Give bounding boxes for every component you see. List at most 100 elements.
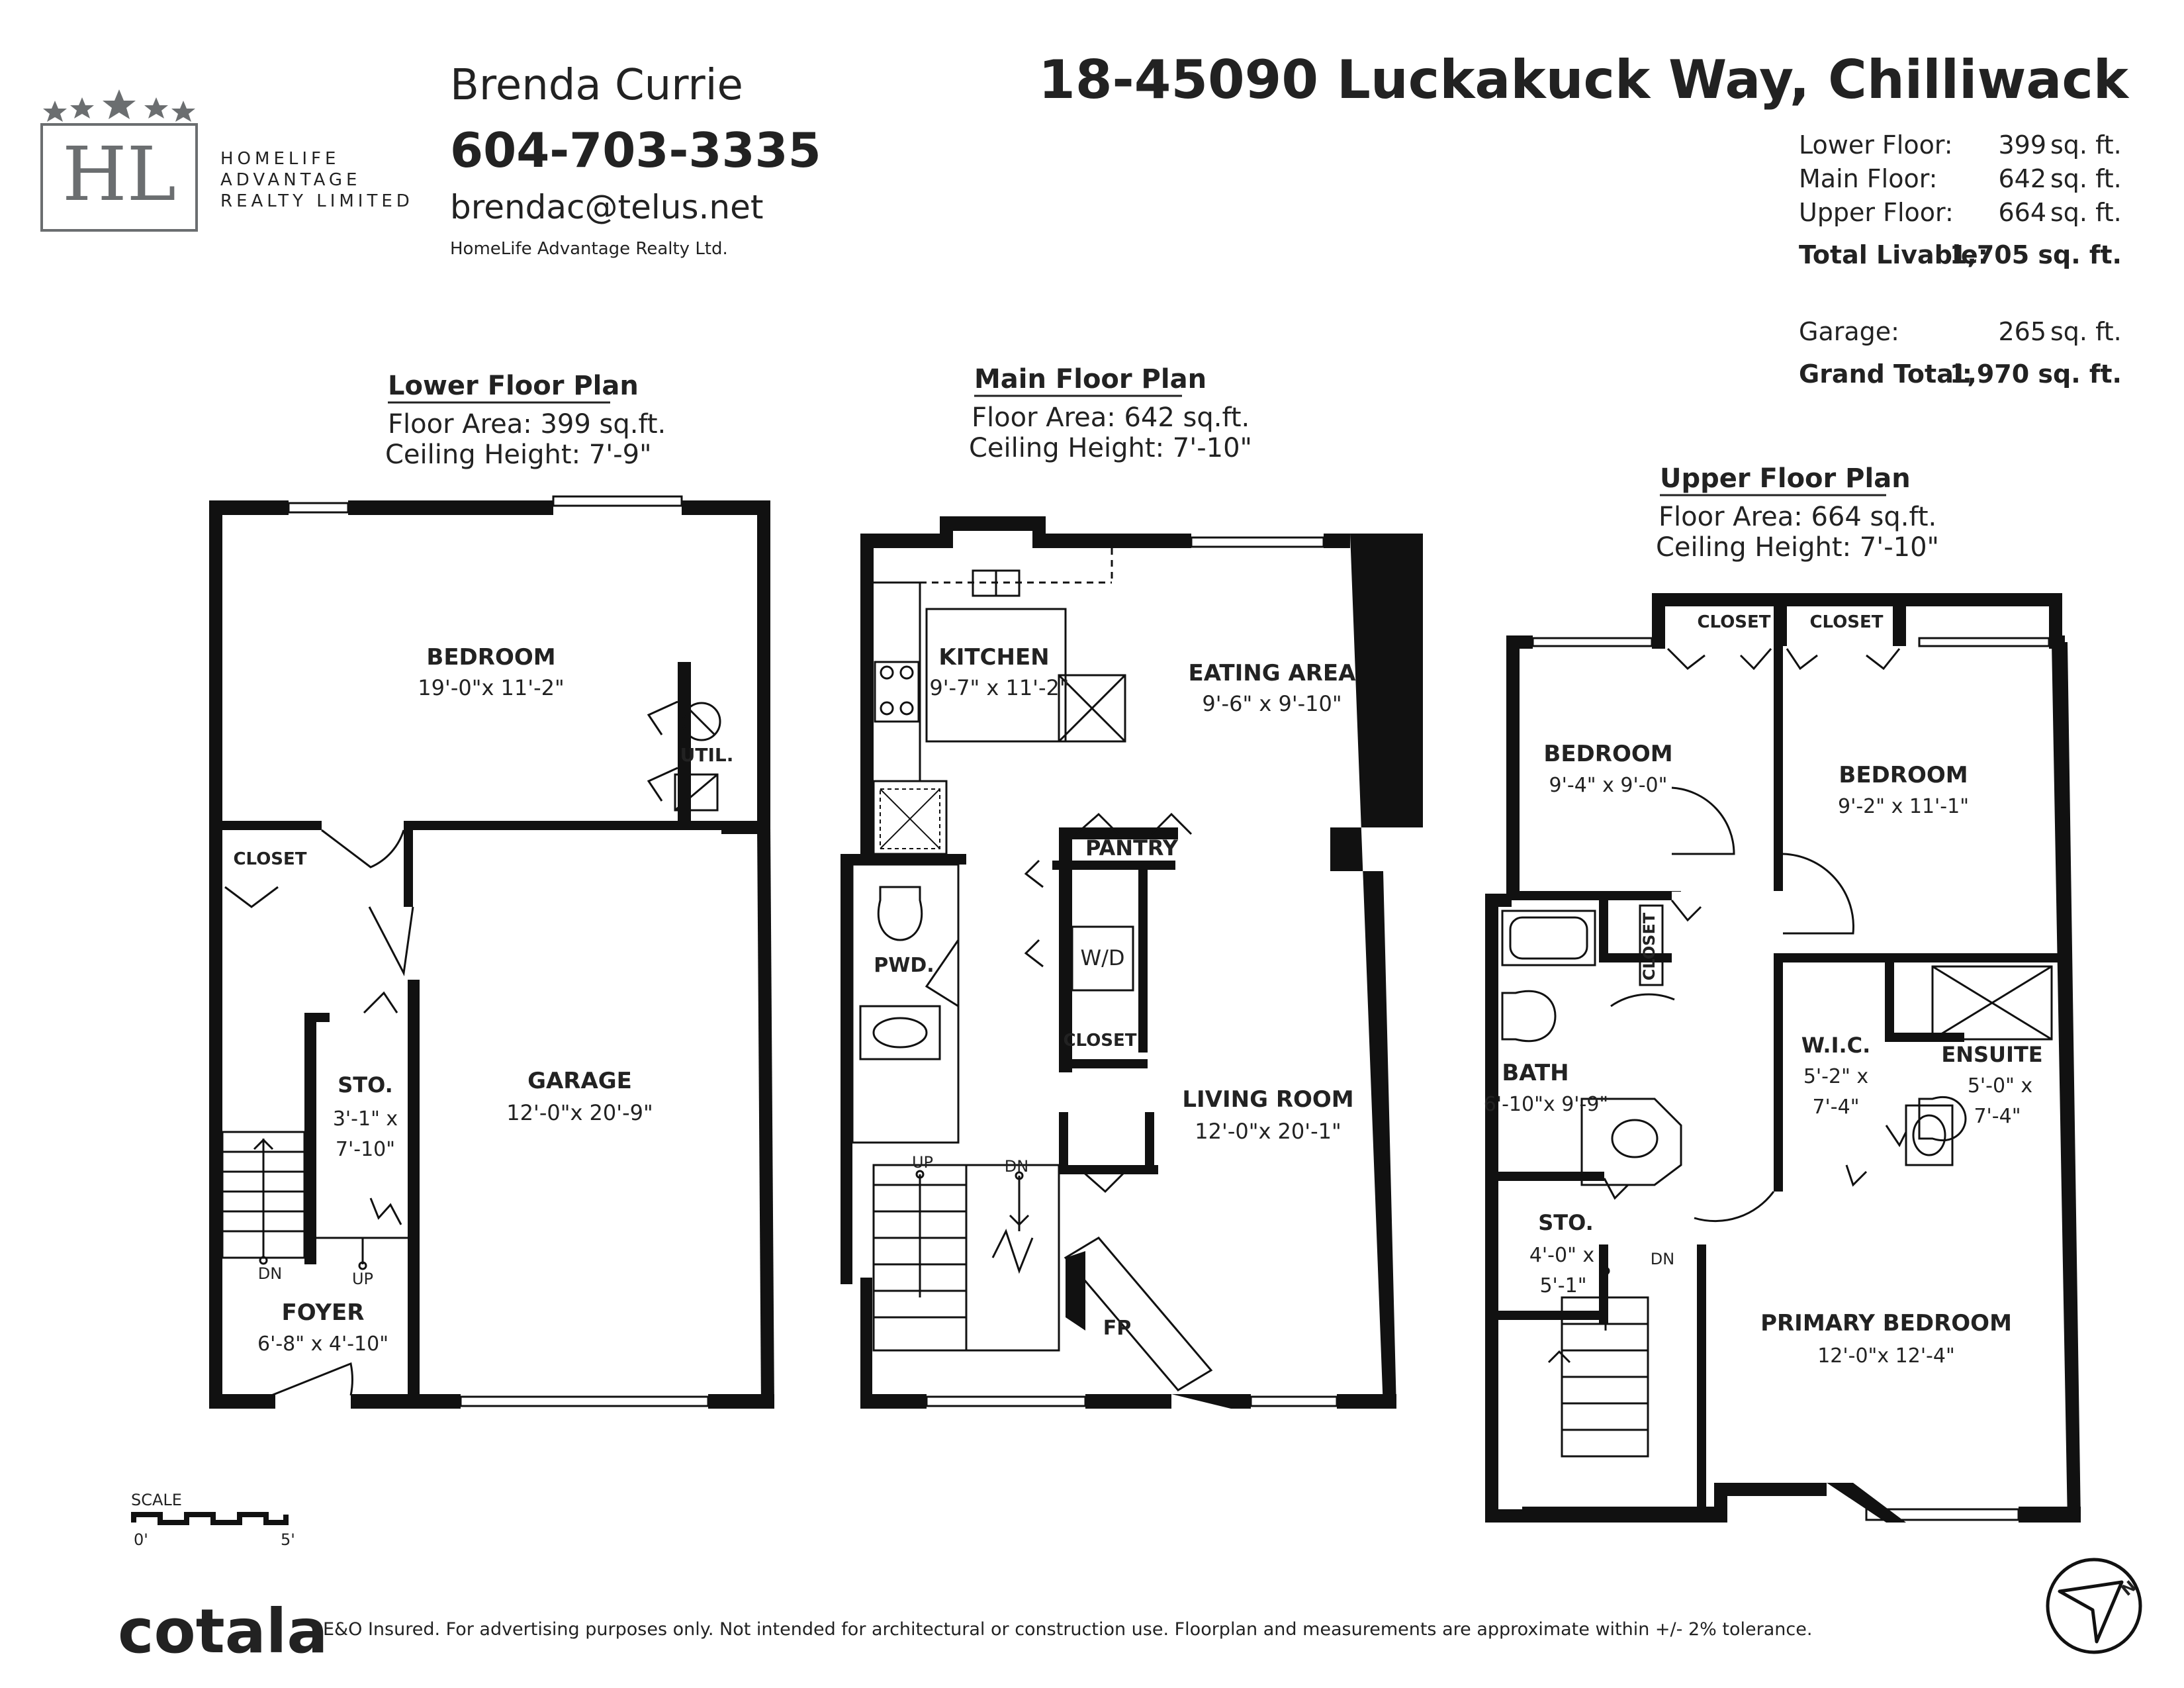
upper-floor-area: Floor Area: 664 sq.ft. xyxy=(1659,502,1936,532)
logo-line-3: REALTY LIMITED xyxy=(220,191,414,211)
area-row-label: Upper Floor: xyxy=(1799,198,1954,227)
vanity-icon xyxy=(1580,1098,1954,1186)
lower-floor-plan: Lower Floor Plan Floor Area: 399 sq.ft. … xyxy=(209,371,774,1409)
wic-label: W.I.C. xyxy=(1801,1033,1871,1058)
lower-stair-up: UP xyxy=(352,1270,373,1288)
bath-label: BATH xyxy=(1502,1060,1569,1086)
hall-closet-box xyxy=(1639,904,1664,986)
lower-walls xyxy=(209,500,774,1409)
scale-label: SCALE xyxy=(131,1491,182,1509)
main-stair-up: UP xyxy=(912,1153,933,1172)
fireplace xyxy=(1064,1237,1213,1391)
area-summary: Lower Floor: 399 sq. ft. Main Floor: 642… xyxy=(1799,130,2122,389)
upper-floor-plan: Upper Floor Plan Floor Area: 664 sq.ft. … xyxy=(1484,463,2081,1523)
homelife-logo: HL HOMELIFE ADVANTAGE REALTY LIMITED xyxy=(40,89,414,232)
powder-room-label: PWD. xyxy=(874,954,934,977)
area-row-value: 399 xyxy=(1998,130,2046,160)
upper-closet-2-label: CLOSET xyxy=(1809,612,1883,632)
lower-doors xyxy=(224,700,678,1397)
area-row-unit: sq. ft. xyxy=(2050,198,2122,227)
upper-closet-3-label: CLOSET xyxy=(1640,912,1659,980)
north-arrow-icon: N xyxy=(2046,1558,2142,1654)
wic-dim-2: 7'-4" xyxy=(1812,1096,1859,1119)
main-stairs xyxy=(872,1164,1060,1352)
powder-room xyxy=(851,863,960,1144)
pantry-label: PANTRY xyxy=(1085,835,1179,861)
main-doors xyxy=(1024,812,1193,1194)
lower-sto-dim-2: 7'-10" xyxy=(336,1138,395,1161)
lower-bedroom-label: BEDROOM xyxy=(426,644,555,671)
bedroom-1-label: BEDROOM xyxy=(1543,741,1672,767)
lower-floor-ceiling: Ceiling Height: 7'-9" xyxy=(385,440,651,470)
lower-floor-area: Floor Area: 399 sq.ft. xyxy=(388,409,666,440)
bedroom-2-label: BEDROOM xyxy=(1839,762,1968,788)
upper-sto-label: STO. xyxy=(1538,1210,1594,1235)
bathtub-icon xyxy=(1501,910,1596,966)
area-row-value: 642 xyxy=(1998,164,2046,193)
washer-dryer-label: W/D xyxy=(1080,945,1124,970)
ensuite-dim-1: 5'-0" x xyxy=(1968,1074,2032,1098)
eating-area-dim: 9'-6" x 9'-10" xyxy=(1202,691,1342,716)
main-floor-title: Main Floor Plan xyxy=(974,364,1206,395)
shower-icon xyxy=(1931,965,2053,1041)
area-row-label: Lower Floor: xyxy=(1799,130,1953,160)
upper-walls xyxy=(1485,593,2081,1523)
property-address: 18-45090 Luckakuck Way, Chilliwack xyxy=(1038,49,2130,111)
fridge-icon xyxy=(880,788,940,849)
logo-box xyxy=(40,123,198,232)
lower-bedroom-dim: 19'-0"x 11'-2" xyxy=(418,675,564,700)
upper-floor-ceiling: Ceiling Height: 7'-10" xyxy=(1656,532,1939,563)
ensuite-label: ENSUITE xyxy=(1941,1042,2042,1067)
bath-dim: 6'-10"x 9'-9" xyxy=(1484,1093,1608,1116)
main-floor-ceiling: Ceiling Height: 7'-10" xyxy=(969,433,1252,463)
upper-windows xyxy=(1486,637,2050,1521)
brokerage-name: HomeLife Advantage Realty Ltd. xyxy=(450,239,728,259)
upper-stair-down: DN xyxy=(1651,1250,1674,1268)
garage-dim: 12'-0"x 20'-9" xyxy=(506,1100,653,1125)
main-walls xyxy=(841,516,1423,1409)
lower-stair-down: DN xyxy=(258,1264,282,1283)
garage-label: GARAGE xyxy=(527,1068,632,1094)
lower-closet-label: CLOSET xyxy=(233,849,306,869)
lower-sto-label: STO. xyxy=(338,1072,393,1098)
grand-total-label: Grand Total: xyxy=(1799,359,1972,389)
lower-windows xyxy=(210,495,709,1407)
logo-line-1: HOMELIFE xyxy=(220,149,340,169)
garage-area-unit: sq. ft. xyxy=(2050,317,2122,346)
lower-stairs xyxy=(221,1131,408,1270)
washer-dryer-icon xyxy=(1071,925,1134,992)
kitchen-label: KITCHEN xyxy=(938,644,1049,671)
total-livable-value: 1,705 sq. ft. xyxy=(1950,240,2122,269)
foyer-dim: 6'-8" x 4'-10" xyxy=(257,1333,388,1356)
main-floor-area: Floor Area: 642 sq.ft. xyxy=(972,402,1250,433)
agent-phone[interactable]: 604-703-3335 xyxy=(450,122,821,178)
compass-letter: N xyxy=(2118,1577,2140,1599)
upper-floor-title: Upper Floor Plan xyxy=(1660,463,1911,494)
total-livable-label: Total Livable: xyxy=(1799,240,1988,269)
foyer-label: FOYER xyxy=(282,1299,365,1326)
area-row-value: 664 xyxy=(1998,198,2046,227)
bedroom-1-dim: 9'-4" x 9'-0" xyxy=(1549,774,1668,797)
eating-area-label: EATING AREA xyxy=(1189,660,1357,686)
scale-start: 0' xyxy=(134,1530,148,1549)
disclaimer: E&O Insured. For advertising purposes on… xyxy=(323,1619,1812,1640)
garage-area-label: Garage: xyxy=(1799,317,1899,346)
logo-line-2: ADVANTAGE xyxy=(220,170,361,190)
lower-sto-dim-1: 3'-1" x xyxy=(333,1107,398,1131)
kitchen-counters xyxy=(872,548,1126,855)
upper-sto-dim-1: 4'-0" x xyxy=(1529,1244,1594,1267)
area-row-label: Main Floor: xyxy=(1799,164,1937,193)
stovetop-icon xyxy=(880,665,914,716)
ensuite-dim-2: 7'-4" xyxy=(1974,1105,2021,1128)
grand-total-value: 1,970 sq. ft. xyxy=(1950,359,2122,389)
furnace-icon xyxy=(674,702,721,812)
scale-bar: SCALE 0' 5' xyxy=(131,1491,295,1549)
agent-email[interactable]: brendac@telus.net xyxy=(450,188,763,226)
fireplace-label: FP xyxy=(1103,1317,1131,1340)
upper-closet-1-label: CLOSET xyxy=(1697,612,1770,632)
area-row-unit: sq. ft. xyxy=(2050,130,2122,160)
area-row-unit: sq. ft. xyxy=(2050,164,2122,193)
scale-end: 5' xyxy=(281,1530,295,1549)
upper-toilet-icon xyxy=(1501,990,1967,1142)
